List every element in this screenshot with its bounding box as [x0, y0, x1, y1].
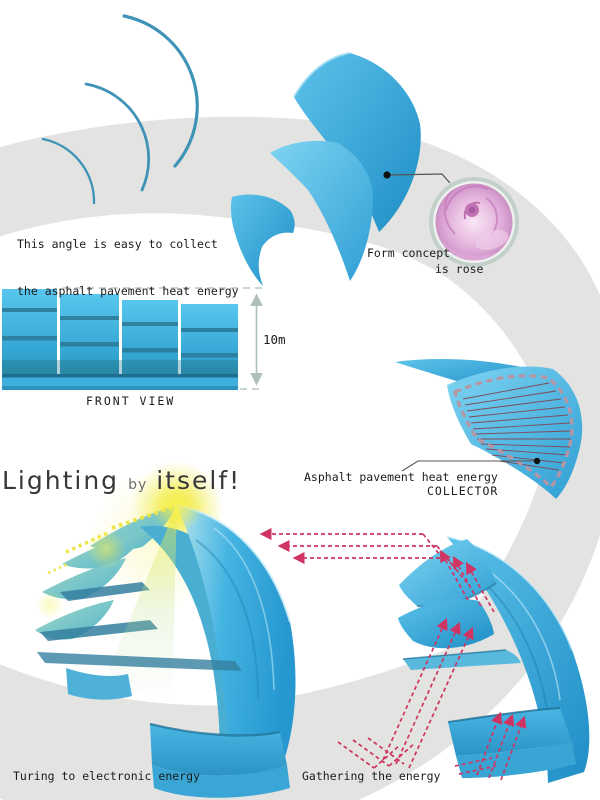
- collect-angle-line2: the asphalt pavement heat energy: [17, 283, 239, 298]
- collector-dashed-outline: [453, 374, 574, 490]
- collect-angle-note: This angle is easy to collect the asphal…: [17, 206, 239, 315]
- front-view-caption: FRONT VIEW: [86, 394, 176, 408]
- petal-group-top: [230, 52, 451, 286]
- lamp-base-band: [152, 765, 290, 798]
- gather-blade-mid: [398, 599, 494, 649]
- collector-leader-line: [401, 460, 537, 472]
- height-label: 10m: [263, 332, 286, 347]
- led-strips: [47, 504, 177, 575]
- collector-petal: [395, 359, 583, 499]
- lamp-structure: [35, 461, 296, 798]
- gather-base: [448, 708, 572, 756]
- petal-middle: [270, 140, 373, 281]
- form-concept-line1: Form concept: [367, 246, 451, 260]
- gather-base-band: [456, 742, 576, 778]
- by-word: by: [128, 477, 148, 493]
- collector-label-line1: Asphalt pavement heat energy: [304, 470, 498, 484]
- rose-callout-line: [386, 173, 451, 184]
- itself-word: itself!: [156, 466, 242, 495]
- turing-label: Turing to electronic energy: [13, 769, 200, 783]
- arc-medium: [84, 82, 151, 192]
- collect-angle-line1: This angle is easy to collect: [17, 237, 218, 251]
- rose-photo: [429, 177, 519, 267]
- lamp-base: [150, 724, 287, 776]
- lighting-word: Lighting: [2, 466, 120, 495]
- collector-leader-dot: [533, 457, 541, 465]
- lamp-skirt-small: [66, 668, 132, 700]
- arc-small: [41, 137, 96, 205]
- form-concept-line2: is rose: [435, 262, 484, 276]
- energy-zigzag-marks: [337, 737, 497, 775]
- gather-blade-top: [399, 539, 496, 607]
- lamp-fin-long: [37, 652, 242, 671]
- front-view-diagram: [2, 287, 263, 390]
- petal-small: [230, 194, 295, 286]
- lamp-main-petal: [176, 505, 296, 797]
- background-ring: [0, 116, 600, 800]
- energy-arrows: [259, 528, 527, 781]
- gathering-label: Gathering the energy: [302, 769, 441, 783]
- gather-blade-thin: [403, 650, 521, 670]
- lighting-headline: Lighting by itself!: [2, 466, 241, 495]
- arc-large: [122, 14, 199, 168]
- collector-label-line2: COLLECTOR: [427, 484, 499, 498]
- rose-callout-dot: [383, 171, 391, 179]
- collect-angle-arcs: [41, 14, 199, 205]
- light-cone: [104, 505, 177, 702]
- panel-columns: [2, 289, 238, 390]
- gathering-structure: [398, 536, 590, 783]
- petal-large: [294, 53, 421, 232]
